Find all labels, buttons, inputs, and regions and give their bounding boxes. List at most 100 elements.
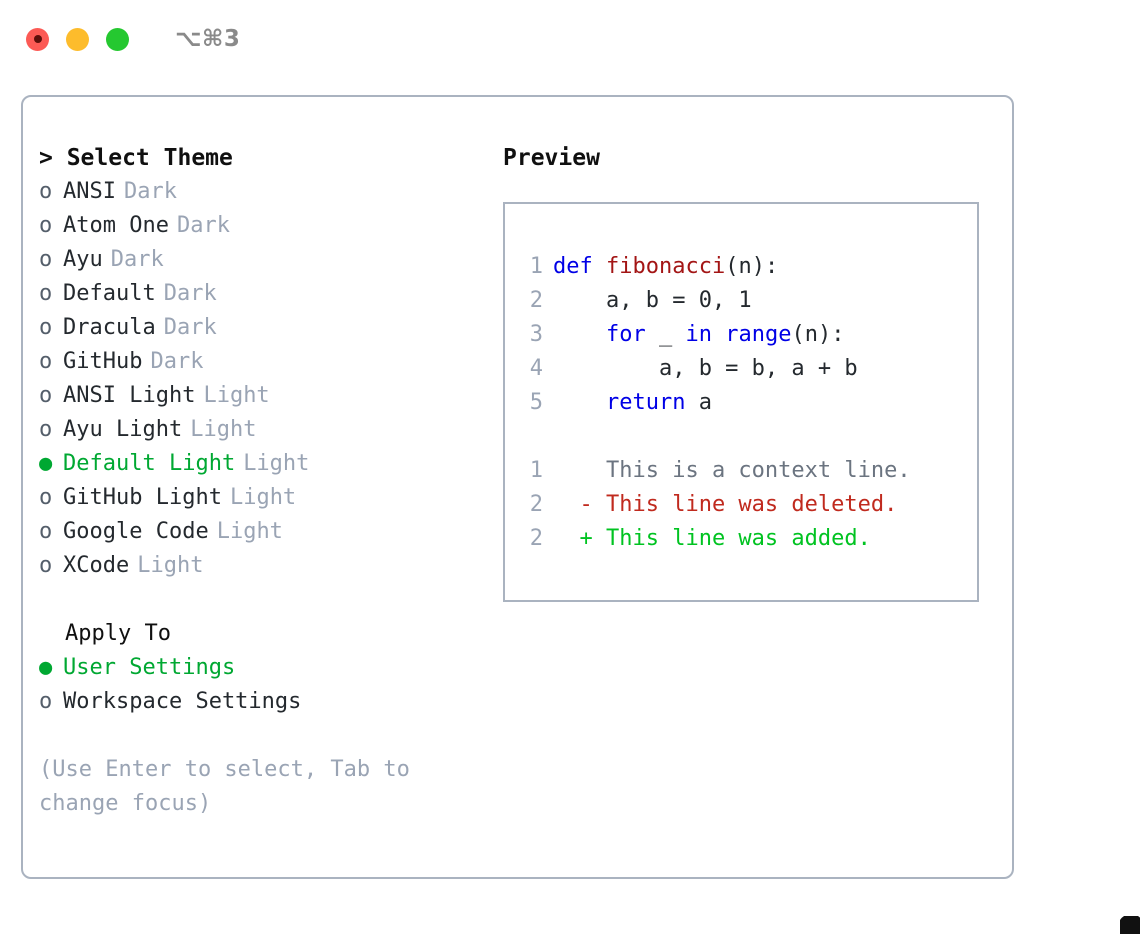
- radio-unselected-icon: o: [39, 349, 53, 374]
- diff-marker: +: [553, 526, 606, 551]
- code-line-text: for _ in range(n):: [553, 318, 844, 352]
- line-number: 1: [529, 458, 543, 483]
- theme-option-label: ANSI: [63, 179, 116, 204]
- code-line: 3 for _ in range(n):: [505, 318, 977, 352]
- radio-unselected-icon: o: [39, 247, 53, 272]
- keyboard-hint-text: (Use Enter to select, Tab to change focu…: [39, 757, 410, 816]
- title-bar: ⌥⌘3: [0, 0, 1140, 78]
- code-token-pl: _: [645, 322, 686, 347]
- code-line-text: a, b = 0, 1: [553, 284, 752, 318]
- radio-unselected-icon: o: [39, 553, 53, 578]
- diff-line-add: 2 + This line was added.: [505, 522, 977, 556]
- code-line-text: a, b = b, a + b: [553, 352, 858, 386]
- code-token-kw: return: [605, 390, 686, 415]
- theme-option-xcode[interactable]: o XCode Light: [39, 549, 499, 583]
- code-diff-spacer: [505, 420, 977, 454]
- radio-selected-icon: ●: [39, 655, 53, 680]
- radio-unselected-icon: o: [39, 689, 53, 714]
- code-line: 1 def fibonacci(n):: [505, 250, 977, 284]
- theme-variant-tag: Light: [137, 553, 204, 578]
- diff-line-del: 2 - This line was deleted.: [505, 488, 977, 522]
- diff-marker: -: [553, 492, 606, 517]
- diff-text: This line was added.: [605, 526, 871, 551]
- code-token-kw: in: [685, 322, 712, 347]
- theme-option-ansi[interactable]: o ANSI Dark: [39, 175, 499, 209]
- radio-unselected-icon: o: [39, 519, 53, 544]
- theme-variant-tag: Light: [229, 485, 297, 510]
- theme-option-label: GitHub Light: [63, 485, 222, 510]
- theme-variant-tag: Dark: [163, 315, 217, 340]
- code-line: 5 return a: [505, 386, 977, 420]
- line-number: 5: [529, 390, 543, 415]
- theme-variant-tag: Dark: [123, 179, 177, 204]
- diff-sample: 1 This is a context line.2 - This line w…: [505, 454, 977, 556]
- maximize-window-button[interactable]: [106, 27, 129, 51]
- select-theme-heading: > Select Theme: [39, 145, 233, 171]
- radio-unselected-icon: o: [39, 417, 53, 442]
- radio-unselected-icon: o: [39, 315, 53, 340]
- code-line: 2 a, b = 0, 1: [505, 284, 977, 318]
- theme-option-ayu[interactable]: o Ayu Dark: [39, 243, 499, 277]
- code-token-pl: a, b = b, a + b: [553, 356, 858, 381]
- code-token-bi: range: [725, 322, 792, 347]
- code-line-text: return a: [553, 386, 712, 420]
- line-number: 2: [529, 288, 543, 313]
- theme-variant-tag: Dark: [150, 349, 204, 374]
- theme-variant-tag: Dark: [163, 281, 217, 306]
- radio-selected-icon: ●: [39, 451, 53, 476]
- theme-option-label: XCode: [63, 553, 130, 578]
- theme-option-dracula[interactable]: o Dracula Dark: [39, 311, 499, 345]
- diff-line-text: + This line was added.: [553, 522, 871, 556]
- theme-option-label: Ayu Light: [63, 417, 183, 442]
- close-window-button[interactable]: [26, 27, 49, 51]
- code-token-pl: [553, 322, 606, 347]
- code-line-text: def fibonacci(n):: [553, 250, 778, 284]
- preview-heading: Preview: [503, 145, 600, 171]
- radio-unselected-icon: o: [39, 179, 53, 204]
- theme-option-label: ANSI Light: [63, 383, 196, 408]
- diff-marker: [553, 458, 606, 483]
- diff-text: This is a context line.: [605, 458, 911, 483]
- theme-option-label: Default Light: [63, 451, 236, 476]
- minimize-window-button[interactable]: [66, 27, 89, 51]
- corner-accent: [1120, 916, 1140, 934]
- line-number: 2: [529, 492, 543, 517]
- line-number: 1: [529, 254, 543, 279]
- apply-to-heading: Apply To: [65, 621, 171, 646]
- line-number: 3: [529, 322, 543, 347]
- section-spacer: [39, 583, 499, 617]
- theme-variant-tag: Dark: [110, 247, 164, 272]
- diff-line-ctx: 1 This is a context line.: [505, 454, 977, 488]
- theme-variant-tag: Dark: [176, 213, 230, 238]
- line-number: 4: [529, 356, 543, 381]
- theme-variant-tag: Light: [190, 417, 257, 442]
- theme-option-label: Atom One: [63, 213, 169, 238]
- apply-to-option-user-settings[interactable]: ● User Settings: [39, 651, 499, 685]
- diff-line-text: This is a context line.: [553, 454, 911, 488]
- theme-option-label: Default: [63, 281, 156, 306]
- apply-to-option-label: User Settings: [63, 655, 236, 680]
- code-token-pl: (n):: [791, 322, 845, 347]
- radio-unselected-icon: o: [39, 383, 53, 408]
- theme-option-label: Dracula: [63, 315, 156, 340]
- theme-option-ayu-light[interactable]: o Ayu Light Light: [39, 413, 499, 447]
- line-number: 2: [529, 526, 543, 551]
- theme-option-label: Ayu: [63, 247, 103, 272]
- theme-option-atom-one[interactable]: o Atom One Dark: [39, 209, 499, 243]
- code-token-pl: [553, 390, 606, 415]
- code-line: 4 a, b = b, a + b: [505, 352, 977, 386]
- radio-unselected-icon: o: [39, 213, 53, 238]
